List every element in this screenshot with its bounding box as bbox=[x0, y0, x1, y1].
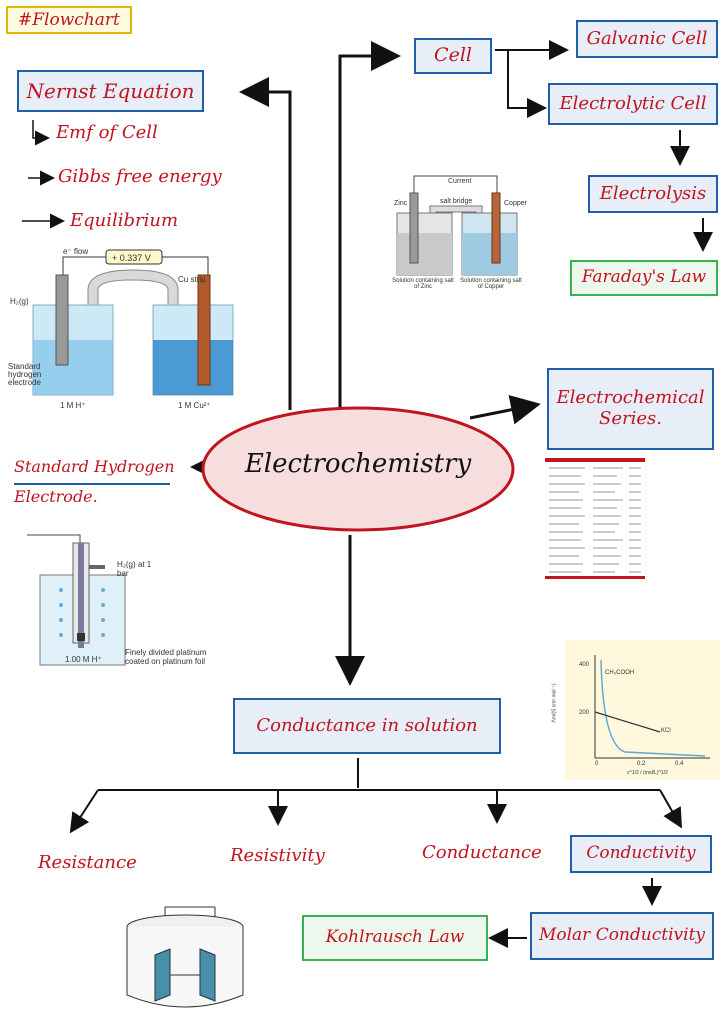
center-ellipse bbox=[201, 406, 515, 532]
voltage-label: + 0.337 V bbox=[112, 253, 151, 263]
flowchart-tag: #Flowchart bbox=[6, 6, 132, 34]
left-solution-label: 1 M H⁺ bbox=[60, 401, 86, 410]
conductance-in-solution-box: Conductance in solution bbox=[233, 698, 501, 754]
zinc-label: Zinc bbox=[394, 200, 408, 207]
kohlrausch-law-box: Kohlrausch Law bbox=[302, 915, 488, 961]
nernst-item-emf: Emf of Cell bbox=[56, 122, 158, 143]
cu-strip-label: Cu strip bbox=[178, 275, 206, 284]
right-solution-label: 1 M Cu²⁺ bbox=[178, 401, 211, 410]
she-illustration: H₂(g) at 1 bar 1.00 M H⁺ Finely divided … bbox=[25, 525, 225, 685]
series-label: Electrochemical Series. bbox=[556, 387, 705, 429]
copper-label: Copper bbox=[504, 200, 527, 207]
current-label: Current bbox=[448, 178, 472, 185]
she-solution-label: 1.00 M H⁺ bbox=[65, 655, 102, 664]
electrolysis-box: Electrolysis bbox=[588, 175, 718, 213]
galvanic-label: Galvanic Cell bbox=[586, 27, 708, 49]
nernst-cell-illustration: e⁻ flow + 0.337 V Cu strip H₂(g) Standar… bbox=[8, 245, 248, 415]
conductivity-cell-svg bbox=[126, 906, 244, 1008]
conductance-graph: 400 200 0 0.2 0.4 CH₃COOH KCl c^1/2 / (m… bbox=[552, 640, 720, 780]
conductance-title: Conductance in solution bbox=[256, 714, 478, 736]
electrolytic-label: Electrolytic Cell bbox=[559, 92, 707, 114]
copper-solution-label: Solution containing salt of Copper bbox=[460, 278, 522, 290]
cell-box: Cell bbox=[414, 38, 492, 74]
nernst-item-equilibrium: Equilibrium bbox=[70, 210, 179, 231]
series-table-svg bbox=[545, 458, 645, 579]
daniell-cell-svg bbox=[396, 175, 518, 276]
salt-bridge-label: salt bridge bbox=[440, 198, 473, 205]
graph-salt-label: KCl bbox=[661, 728, 671, 734]
eflow-label: e⁻ flow bbox=[63, 247, 89, 256]
graph-y400: 400 bbox=[579, 662, 590, 668]
series-table-thumbnail bbox=[545, 458, 645, 580]
electrochemical-series-box: Electrochemical Series. bbox=[547, 368, 714, 450]
she-platinum-label: Finely divided platinum coated on platin… bbox=[125, 648, 207, 666]
electrolytic-cell-box: Electrolytic Cell bbox=[548, 83, 718, 125]
faradays-law-box: Faraday's Law bbox=[570, 260, 718, 296]
resistance-label: Resistance bbox=[38, 852, 137, 873]
center-title: Electrochemistry bbox=[244, 449, 472, 479]
graph-ylabel: Λm/(S cm² mol⁻¹) bbox=[551, 683, 558, 723]
faraday-label: Faraday's Law bbox=[581, 267, 707, 288]
graph-y200: 200 bbox=[579, 710, 590, 716]
graph-x04: 0.4 bbox=[675, 761, 684, 767]
she-title: Standard Hydrogen Electrode. bbox=[14, 457, 175, 507]
std-electrode-label: Standard hydrogen electrode bbox=[8, 362, 42, 387]
conductivity-box: Conductivity bbox=[570, 835, 712, 873]
cell-title: Cell bbox=[434, 44, 472, 67]
molar-conductivity-box: Molar Conductivity bbox=[530, 912, 714, 960]
resistivity-label: Resistivity bbox=[230, 845, 325, 866]
zinc-solution-label: Solution containing salt of Zinc bbox=[392, 278, 454, 290]
graph-x0: 0 bbox=[595, 761, 599, 767]
galvanic-cell-svg bbox=[32, 249, 234, 396]
she-h2-label: H₂(g) at 1 bar bbox=[117, 560, 152, 578]
galvanic-cell-box: Galvanic Cell bbox=[576, 20, 718, 58]
conductivity-cell-illustration bbox=[120, 895, 250, 1015]
kohlrausch-label: Kohlrausch Law bbox=[325, 927, 465, 948]
nernst-title: Nernst Equation bbox=[26, 78, 195, 103]
h2-label: H₂(g) bbox=[10, 297, 29, 306]
electrolysis-label: Electrolysis bbox=[599, 182, 707, 204]
graph-acid-label: CH₃COOH bbox=[605, 670, 635, 676]
conductance-label: Conductance bbox=[422, 842, 542, 863]
graph-x02: 0.2 bbox=[637, 761, 646, 767]
graph-svg bbox=[565, 640, 720, 780]
she-svg bbox=[27, 534, 126, 666]
nernst-equation-box: Nernst Equation bbox=[17, 70, 204, 112]
nernst-item-gibbs: Gibbs free energy bbox=[58, 166, 222, 187]
graph-xlabel: c^1/2 / (mol/L)^1/2 bbox=[627, 770, 668, 776]
center-topic: Electrochemistry bbox=[200, 405, 516, 533]
molar-label: Molar Conductivity bbox=[538, 925, 706, 946]
conductivity-label: Conductivity bbox=[586, 843, 696, 864]
daniell-cell-illustration: Current Zinc Copper salt bridge Solution… bbox=[392, 168, 532, 298]
